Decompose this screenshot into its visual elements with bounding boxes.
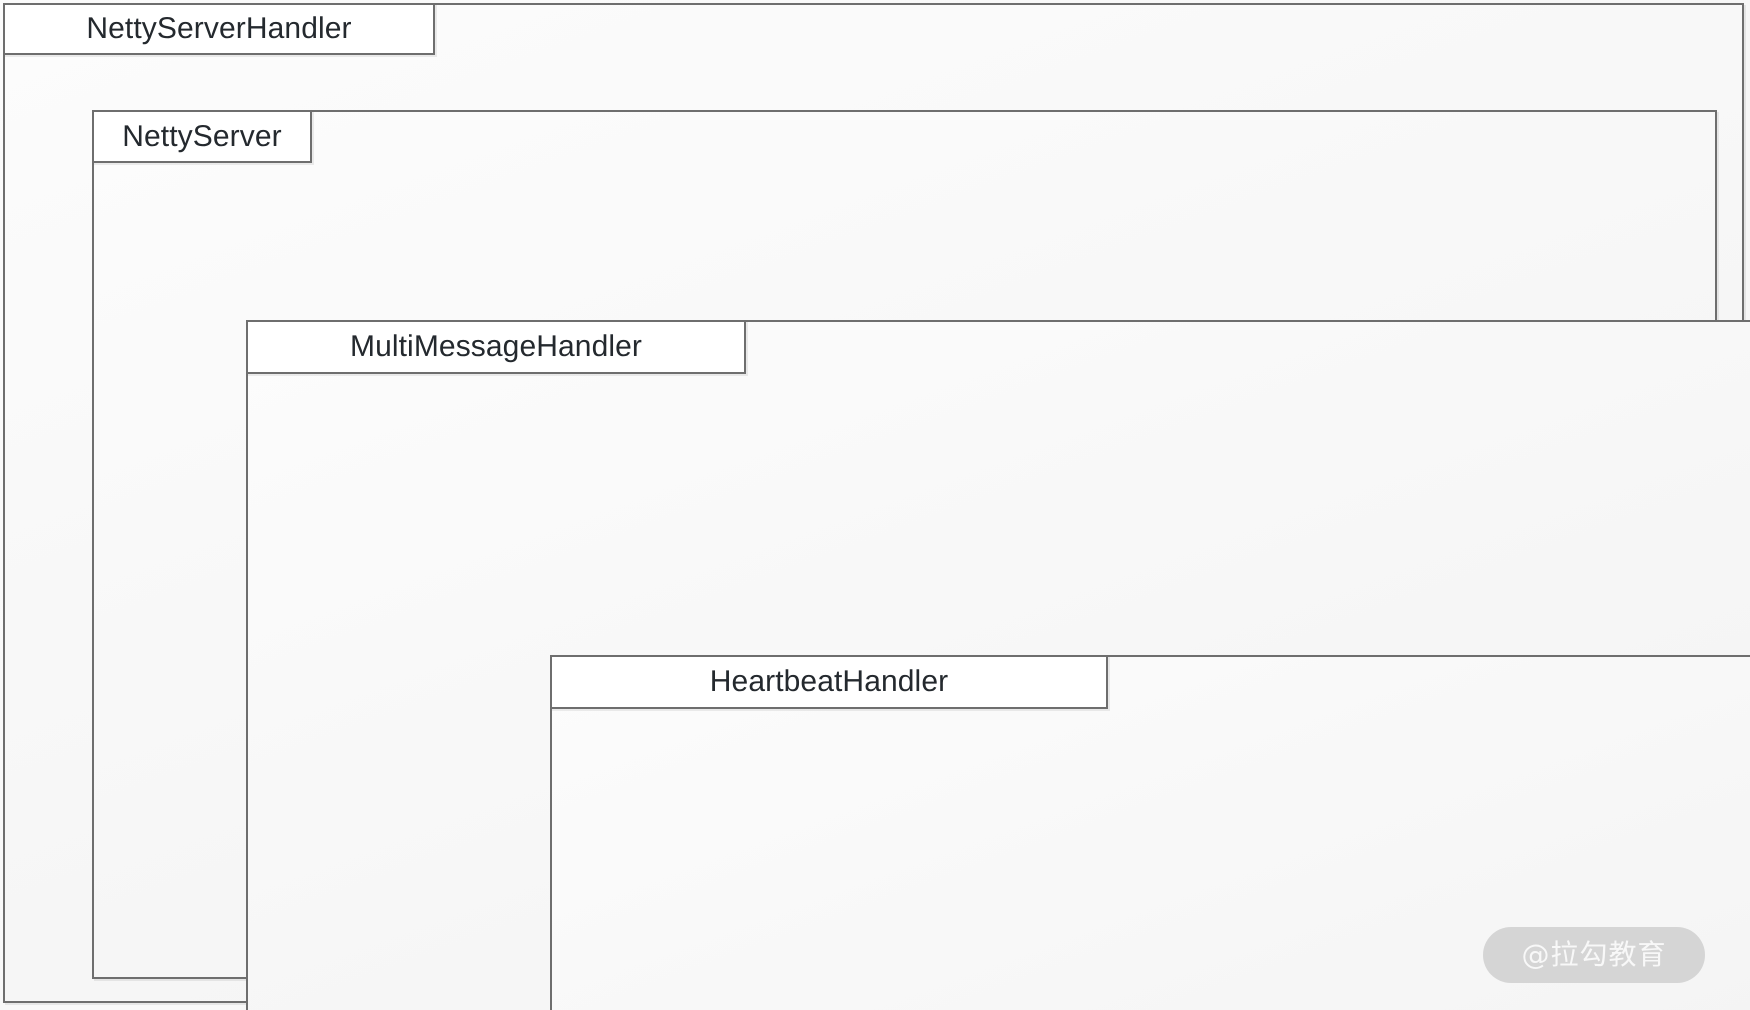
frame-label-netty-server: NettyServer <box>122 119 282 153</box>
frame-tab-netty-server-handler: NettyServerHandler <box>3 3 435 55</box>
frame-tab-multi-message-handler: MultiMessageHandler <box>246 320 746 374</box>
frame-label-netty-server-handler: NettyServerHandler <box>86 12 352 45</box>
frame-label-heartbeat-handler: HeartbeatHandler <box>709 665 949 698</box>
frame-multi-message-handler: MultiMessageHandler HeartbeatHandler All… <box>246 320 1750 1010</box>
frame-tab-heartbeat-handler: HeartbeatHandler <box>550 655 1108 709</box>
frame-heartbeat-handler: HeartbeatHandler AllChannelHandler Decod… <box>550 655 1750 1010</box>
frame-netty-server-handler: NettyServerHandler NettyServer MultiMess… <box>3 3 1750 1010</box>
frame-label-multi-message-handler: MultiMessageHandler <box>349 330 643 363</box>
frame-tab-netty-server: NettyServer <box>92 110 312 163</box>
frame-netty-server: NettyServer MultiMessageHandler Heartbea… <box>92 110 1750 1010</box>
